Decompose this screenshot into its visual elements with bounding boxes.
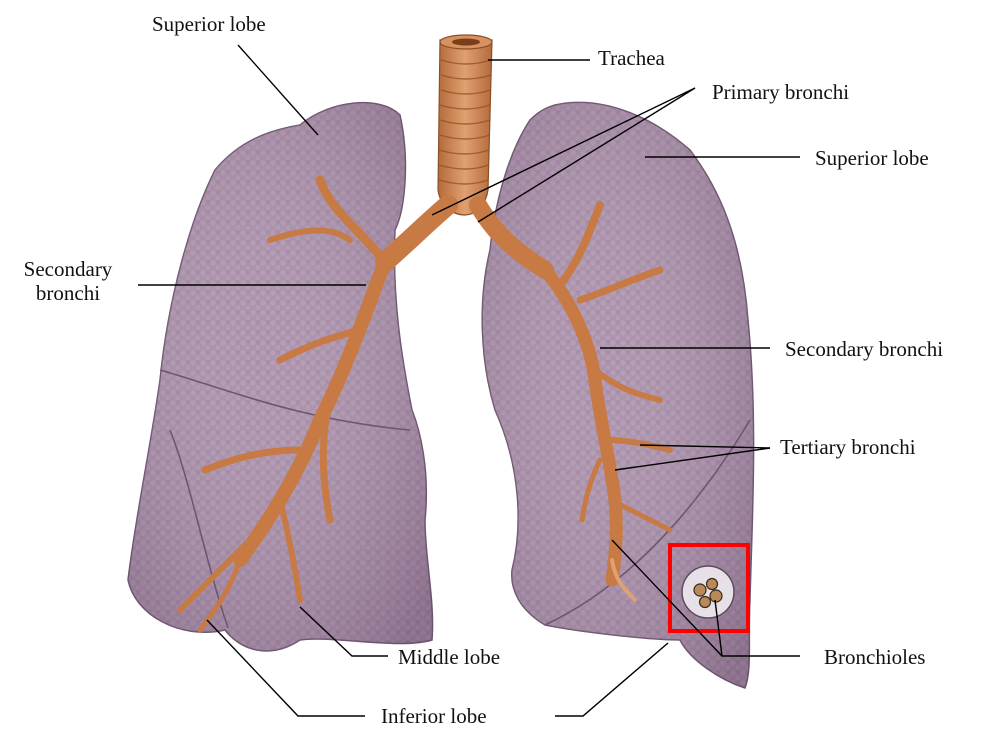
label-secondary-bronchi-left-line2: bronchi xyxy=(8,281,128,305)
label-tertiary-bronchi: Tertiary bronchi xyxy=(780,435,916,459)
label-secondary-bronchi-left: Secondary bronchi xyxy=(8,257,128,305)
label-secondary-bronchi-right: Secondary bronchi xyxy=(785,337,943,361)
label-superior-lobe-right: Superior lobe xyxy=(815,146,929,170)
right-lung xyxy=(128,103,433,651)
label-trachea: Trachea xyxy=(598,46,665,70)
label-inferior-lobe: Inferior lobe xyxy=(381,704,487,728)
label-superior-lobe-left: Superior lobe xyxy=(152,12,266,36)
label-primary-bronchi: Primary bronchi xyxy=(712,80,849,104)
label-middle-lobe: Middle lobe xyxy=(398,645,500,669)
label-secondary-bronchi-left-line1: Secondary xyxy=(8,257,128,281)
label-bronchioles: Bronchioles xyxy=(824,645,925,669)
trachea xyxy=(438,35,492,215)
